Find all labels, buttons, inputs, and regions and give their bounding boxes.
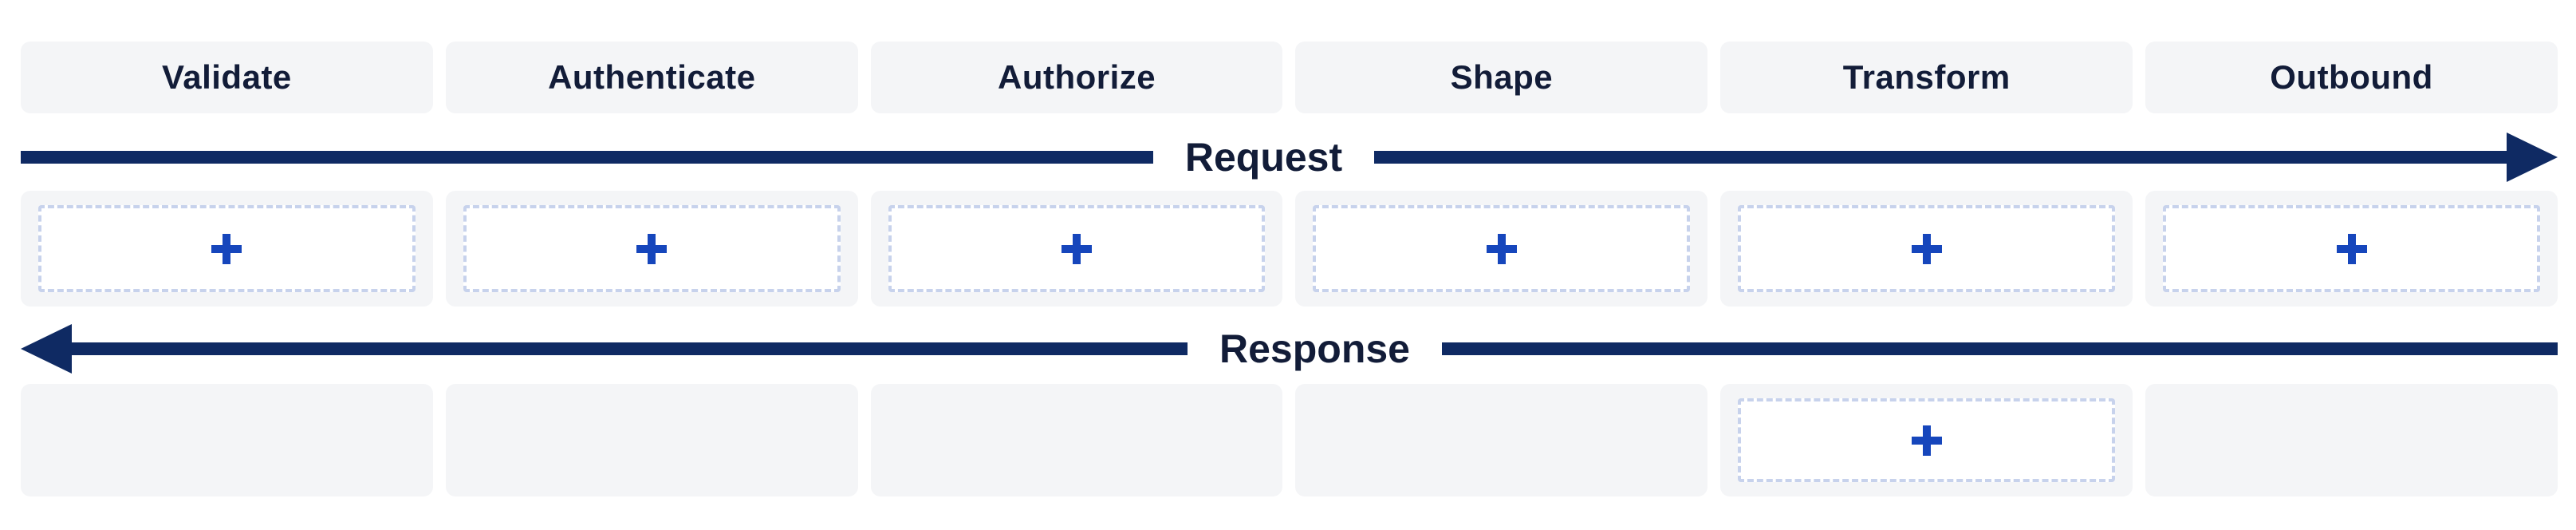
request-cell-transform: [1720, 191, 2133, 307]
response-arrow-line-right: [1441, 342, 2558, 355]
plus-icon: [636, 233, 668, 264]
request-arrow-line-right: [1374, 150, 2507, 164]
plus-icon: [1911, 425, 1942, 456]
plus-icon: [1911, 233, 1942, 264]
stage-header-shape: Shape: [1295, 42, 1708, 113]
response-cell-authenticate: [445, 384, 858, 496]
response-arrow: Response: [21, 323, 2558, 374]
stage-header-row: Validate Authenticate Authorize Shape Tr…: [21, 42, 2558, 113]
request-cell-outbound: [2145, 191, 2558, 307]
add-policy-slot-request-authenticate[interactable]: [463, 205, 841, 292]
response-cell-shape: [1295, 384, 1708, 496]
plus-icon: [211, 233, 242, 264]
response-cell-validate: [21, 384, 433, 496]
request-cell-shape: [1295, 191, 1708, 307]
request-arrow: Request: [21, 132, 2558, 182]
arrowhead-right-icon: [2507, 132, 2558, 182]
add-policy-slot-request-validate[interactable]: [38, 205, 416, 292]
stage-header-authenticate: Authenticate: [445, 42, 858, 113]
request-cell-validate: [21, 191, 433, 307]
request-arrow-line-left: [21, 150, 1153, 164]
add-policy-slot-request-shape[interactable]: [1313, 205, 1691, 292]
add-policy-slot-request-authorize[interactable]: [888, 205, 1266, 292]
request-policy-row: [21, 191, 2558, 307]
stage-header-outbound: Outbound: [2145, 42, 2558, 113]
response-policy-row: [21, 384, 2558, 496]
request-cell-authenticate: [445, 191, 858, 307]
response-cell-authorize: [870, 384, 1283, 496]
add-policy-slot-response-transform[interactable]: [1738, 398, 2116, 482]
add-policy-slot-request-transform[interactable]: [1738, 205, 2116, 292]
plus-icon: [1486, 233, 1517, 264]
stage-header-transform: Transform: [1720, 42, 2133, 113]
stage-header-validate: Validate: [21, 42, 433, 113]
response-cell-outbound: [2145, 384, 2558, 496]
request-cell-authorize: [870, 191, 1283, 307]
add-policy-slot-request-outbound[interactable]: [2163, 205, 2540, 292]
response-cell-transform: [1720, 384, 2133, 496]
stage-header-authorize: Authorize: [870, 42, 1283, 113]
response-arrow-label: Response: [1219, 326, 1410, 371]
request-arrow-label: Request: [1184, 134, 1343, 180]
plus-icon: [1062, 233, 1093, 264]
arrowhead-left-icon: [21, 323, 72, 374]
response-arrow-line-left: [72, 342, 1188, 355]
plus-icon: [2336, 233, 2367, 264]
